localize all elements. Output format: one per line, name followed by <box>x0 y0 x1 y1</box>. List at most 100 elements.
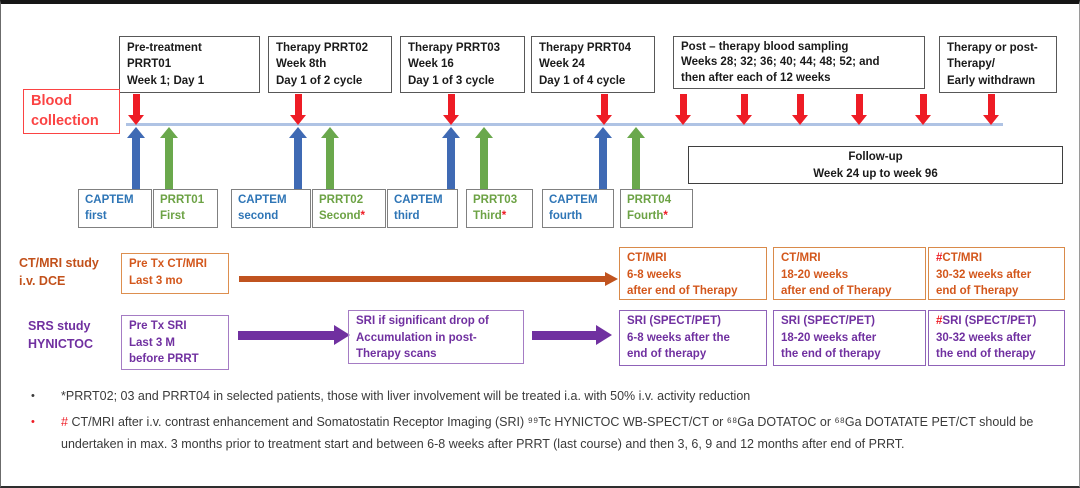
arrow-head <box>736 115 752 125</box>
arrow-head <box>851 115 867 125</box>
early-withdrawn-box: Therapy or post- Therapy/ Early withdraw… <box>939 36 1057 93</box>
srs-study-label: SRS study HYNICTOC <box>28 319 94 351</box>
drug-box-label: CAPTEM fourth <box>549 194 598 223</box>
footnote-body: CT/MRI after i.v. contrast enhancement a… <box>61 414 1034 452</box>
arrow-shaft <box>447 94 455 115</box>
red-down-arrow-icon <box>128 94 144 125</box>
srs-box-label: SRI (SPECT/PET) 18-20 weeks after the en… <box>781 315 881 361</box>
red-down-arrow-icon <box>736 94 752 125</box>
drug-box-label: PRRT04 Fourth <box>627 194 672 223</box>
prrt04-fourth-box: PRRT04 Fourth* <box>620 189 693 228</box>
asterisk-mark: * <box>360 210 366 223</box>
pre-tx-ct-mri-box: Pre Tx CT/MRI Last 3 mo <box>121 253 229 294</box>
ct-box-label: CT/MRI 6-8 weeks after end of Therapy <box>627 252 738 298</box>
drug-box-label: CAPTEM first <box>85 194 134 223</box>
arrow-head <box>792 115 808 125</box>
arrow-shaft <box>294 138 302 189</box>
prrt02-second-box: PRRT02 Second* <box>312 189 386 228</box>
red-down-arrow-icon <box>443 94 459 125</box>
blue-up-arrow-icon <box>594 127 612 189</box>
captem-first-box: CAPTEM first <box>78 189 152 228</box>
red-down-arrow-icon <box>792 94 808 125</box>
timeline-axis <box>126 123 1003 126</box>
arrow-head <box>475 127 493 138</box>
footnote-prefix: # <box>61 414 72 429</box>
sri-significant-drop-box: SRI if significant drop of Accumulation … <box>348 310 524 364</box>
arrow-head <box>442 127 460 138</box>
green-up-arrow-icon <box>160 127 178 189</box>
pre-tx-sri-box: Pre Tx SRI Last 3 M before PRRT <box>121 315 229 370</box>
therapy-prrt04-box: Therapy PRRT04 Week 24 Day 1 of 4 cycle <box>531 36 655 93</box>
arrow-shaft <box>632 138 640 189</box>
green-up-arrow-icon <box>475 127 493 189</box>
arrow-shaft <box>238 330 334 340</box>
drug-box-label: CAPTEM third <box>394 194 443 223</box>
red-down-arrow-icon <box>290 94 306 125</box>
ct-mri-18-20-weeks-box: CT/MRI 18-20 weeks after end of Therapy <box>773 247 926 300</box>
green-up-arrow-icon <box>321 127 339 189</box>
drug-box-label: CAPTEM second <box>238 194 287 223</box>
arrow-head <box>915 115 931 125</box>
green-up-arrow-icon <box>627 127 645 189</box>
blue-up-arrow-icon <box>127 127 145 189</box>
red-down-arrow-icon <box>596 94 612 125</box>
srs-box-label: SRI (SPECT/PET) 6-8 weeks after the end … <box>627 315 730 361</box>
blood-collection-label: Blood collection <box>23 89 120 134</box>
blue-up-arrow-icon <box>442 127 460 189</box>
drug-box-label: PRRT03 Third <box>473 194 518 223</box>
drug-box-label: PRRT02 Second <box>319 194 364 223</box>
arrow-shaft <box>855 94 863 115</box>
arrow-shaft <box>132 138 140 189</box>
footnote-hash: • # CT/MRI after i.v. contrast enhanceme… <box>31 411 1069 456</box>
follow-up-box: Follow-up Week 24 up to week 96 <box>688 146 1063 184</box>
footnote-text: *PRRT02; 03 and PRRT04 in selected patie… <box>61 385 1069 408</box>
arrow-shaft <box>532 330 596 340</box>
arrow-shaft <box>132 94 140 115</box>
arrow-shaft <box>987 94 995 115</box>
arrow-head <box>160 127 178 138</box>
captem-fourth-box: CAPTEM fourth <box>542 189 614 228</box>
arrow-head <box>627 127 645 138</box>
srs-box-label: SRI (SPECT/PET) 30-32 weeks after the en… <box>936 315 1037 361</box>
bullet-icon: • <box>31 415 35 428</box>
bullet-icon: • <box>31 390 35 402</box>
arrow-head <box>594 127 612 138</box>
footnote-text: # CT/MRI after i.v. contrast enhancement… <box>61 411 1069 456</box>
asterisk-mark: * <box>501 210 507 223</box>
drug-box-label: PRRT01 First <box>160 194 205 223</box>
sri-30-32-weeks-box: #SRI (SPECT/PET) 30-32 weeks after the e… <box>928 310 1065 366</box>
captem-second-box: CAPTEM second <box>231 189 311 228</box>
post-therapy-sampling-box: Post – therapy blood sampling Weeks 28; … <box>673 36 925 89</box>
arrow-head <box>675 115 691 125</box>
purple-right-arrow-icon <box>532 325 612 345</box>
arrow-head <box>290 115 306 125</box>
red-down-arrow-icon <box>675 94 691 125</box>
hash-mark: # <box>936 315 943 327</box>
prrt03-third-box: PRRT03 Third* <box>466 189 533 228</box>
arrow-shaft <box>480 138 488 189</box>
hash-mark: # <box>936 252 943 264</box>
footnote-asterisk: • *PRRT02; 03 and PRRT04 in selected pat… <box>31 385 1069 408</box>
therapy-prrt03-box: Therapy PRRT03 Week 16 Day 1 of 3 cycle <box>400 36 525 93</box>
arrow-head <box>983 115 999 125</box>
red-down-arrow-icon <box>983 94 999 125</box>
blue-up-arrow-icon <box>289 127 307 189</box>
arrow-head <box>334 325 350 345</box>
arrow-head <box>596 115 612 125</box>
arrow-shaft <box>447 138 455 189</box>
arrow-shaft <box>599 138 607 189</box>
arrow-head <box>127 127 145 138</box>
arrow-shaft <box>740 94 748 115</box>
footnotes-section: • *PRRT02; 03 and PRRT04 in selected pat… <box>31 385 1069 459</box>
arrow-head <box>605 272 618 286</box>
pretreatment-prrt01-box: Pre-treatment PRRT01 Week 1; Day 1 <box>119 36 260 93</box>
arrow-shaft <box>326 138 334 189</box>
ct-mri-6-8-weeks-box: CT/MRI 6-8 weeks after end of Therapy <box>619 247 767 300</box>
arrow-head <box>321 127 339 138</box>
ct-mri-study-label: CT/MRI study i.v. DCE <box>19 256 99 288</box>
red-down-arrow-icon <box>851 94 867 125</box>
arrow-head <box>596 325 612 345</box>
ct-box-label: CT/MRI 18-20 weeks after end of Therapy <box>781 252 892 298</box>
arrow-shaft <box>239 276 605 282</box>
